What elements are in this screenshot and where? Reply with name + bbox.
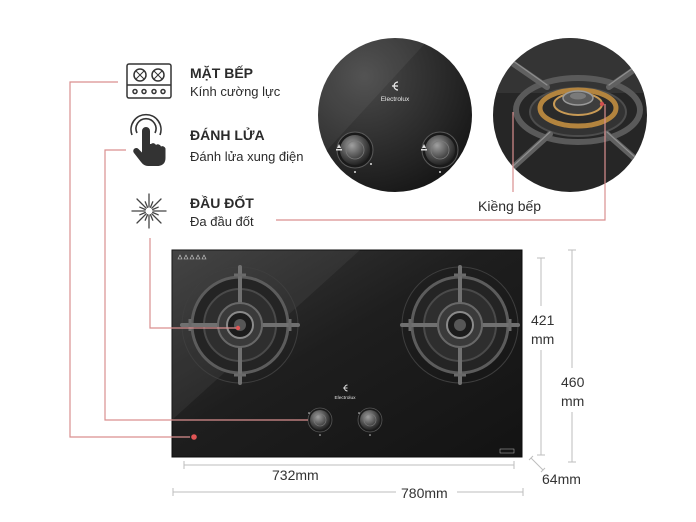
hand-pointer-icon [130,113,166,166]
feature-desc-burner: Đa đầu đốt [190,214,254,229]
hob-rating-label [499,448,515,454]
hob-knob-right [357,407,383,433]
feature-title-burner: ĐẦU ĐỐT [190,195,254,211]
glass-marker-dot [191,434,197,440]
burner-marker-dot [235,325,241,331]
feature-desc-ignition: Đánh lửa xung điện [190,149,304,164]
burner-zoom-callout-line [276,104,606,221]
feature-title-ignition: ĐÁNH LỬA [190,127,265,143]
igniter-dot [599,101,605,107]
callout-markers [191,325,241,440]
height-line [530,457,544,471]
knob-zoom: Electrolux [318,38,472,192]
glass-callout-line [69,81,190,438]
zoom-knob-left [336,131,374,169]
hob-control-symbols [177,254,207,260]
dimension-lines [172,249,576,496]
inner-depth-value: 421 [531,312,555,328]
outer-width-label: 780mm [401,485,448,501]
inner-width-label: 732mm [272,467,319,483]
callout-lines [69,81,606,438]
burner-zoom [493,38,647,192]
zoom-brand-text: Electrolux [381,96,410,103]
burst-icon [131,193,167,229]
burner-callout-line [149,238,236,329]
outer-depth-unit: mm [561,393,585,409]
height-label: 64mm [542,471,581,487]
pan-support-ring [513,75,643,145]
hob-icon [126,63,172,99]
zoom-knob-right [421,131,459,169]
outer-depth-value: 460 [561,374,585,390]
ignition-callout-line [104,149,308,421]
hob-knob-left [307,407,333,433]
electrolux-logo-icon [392,81,399,91]
inner-depth-unit: mm [531,331,555,347]
hob: Electrolux [171,249,523,458]
hob-logo-icon [343,384,348,392]
hob-brand-text: Electrolux [334,395,356,401]
hob-knob-marks [308,412,371,436]
feature-title-glass: MẶT BẾP [190,65,253,81]
feature-desc-glass: Kính cường lực [190,84,281,99]
pan-support-label: Kiềng bếp [478,198,542,214]
